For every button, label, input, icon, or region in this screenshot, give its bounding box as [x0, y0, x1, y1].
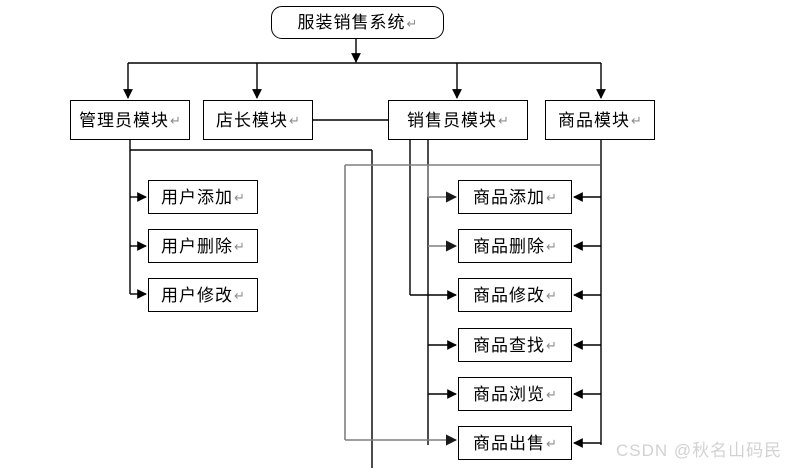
- return-glyph-icon: ↵: [546, 338, 557, 353]
- node-product-add[interactable]: 商品添加↵: [458, 180, 572, 214]
- node-user-add[interactable]: 用户添加↵: [148, 180, 258, 214]
- node-product-browse[interactable]: 商品浏览↵: [458, 377, 572, 411]
- node-module-sales[interactable]: 销售员模块↵: [388, 100, 528, 140]
- return-glyph-icon: ↵: [170, 113, 181, 128]
- return-glyph-icon: ↵: [406, 15, 418, 31]
- node-module-sales-label: 销售员模块: [407, 110, 498, 130]
- return-glyph-icon: ↵: [546, 387, 557, 402]
- return-glyph-icon: ↵: [546, 288, 557, 303]
- return-glyph-icon: ↵: [631, 113, 642, 128]
- node-product-add-label: 商品添加: [473, 187, 546, 207]
- return-glyph-icon: ↵: [234, 190, 245, 205]
- node-root[interactable]: 服装销售系统↵: [271, 6, 444, 39]
- node-user-edit[interactable]: 用户修改↵: [148, 278, 258, 312]
- node-user-delete[interactable]: 用户删除↵: [148, 229, 258, 263]
- node-product-delete-label: 商品删除: [473, 236, 546, 256]
- node-product-edit-label: 商品修改: [473, 285, 546, 305]
- return-glyph-icon: ↵: [234, 288, 245, 303]
- node-product-edit[interactable]: 商品修改↵: [458, 278, 572, 312]
- node-product-delete[interactable]: 商品删除↵: [458, 229, 572, 263]
- node-user-add-label: 用户添加: [161, 187, 234, 207]
- node-module-manager-label: 店长模块: [216, 110, 289, 130]
- node-product-find-label: 商品查找: [473, 335, 546, 355]
- node-module-admin[interactable]: 管理员模块↵: [70, 100, 190, 140]
- node-module-product-label: 商品模块: [558, 110, 631, 130]
- node-module-manager[interactable]: 店长模块↵: [203, 100, 313, 140]
- return-glyph-icon: ↵: [498, 113, 509, 128]
- node-module-admin-label: 管理员模块: [79, 110, 170, 130]
- node-product-sell-label: 商品出售: [473, 433, 546, 453]
- node-product-find[interactable]: 商品查找↵: [458, 328, 572, 362]
- return-glyph-icon: ↵: [234, 239, 245, 254]
- watermark-text: CSDN @秋名山码民: [616, 441, 783, 460]
- node-root-label: 服装销售系统: [297, 13, 406, 32]
- node-user-delete-label: 用户删除: [161, 236, 234, 256]
- return-glyph-icon: ↵: [546, 239, 557, 254]
- node-user-edit-label: 用户修改: [161, 285, 234, 305]
- return-glyph-icon: ↵: [546, 436, 557, 451]
- return-glyph-icon: ↵: [289, 113, 300, 128]
- node-product-browse-label: 商品浏览: [473, 384, 546, 404]
- node-product-sell[interactable]: 商品出售↵: [458, 426, 572, 460]
- node-module-product[interactable]: 商品模块↵: [545, 100, 655, 140]
- return-glyph-icon: ↵: [546, 190, 557, 205]
